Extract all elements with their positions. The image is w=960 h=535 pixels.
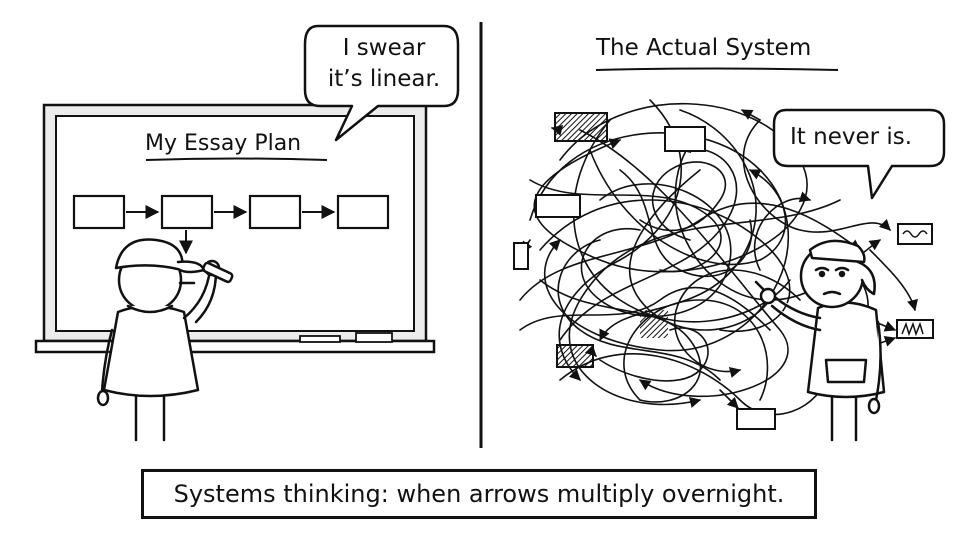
node-blank-1	[664, 126, 706, 152]
node-hatched-2	[556, 344, 594, 368]
essay-plan-arrows	[126, 205, 336, 255]
caption-box: Systems thinking: when arrows multiply o…	[141, 469, 817, 519]
node-small-left	[513, 242, 529, 270]
left-speech-bubble	[303, 24, 460, 142]
node-hatched-3	[640, 310, 668, 338]
board-title-underline	[145, 157, 328, 161]
left-bubble-line-1: I swear	[342, 35, 426, 61]
plan-box-2	[160, 194, 214, 230]
system-nodes	[513, 112, 934, 430]
node-blank-3	[736, 408, 776, 430]
plan-box-4	[336, 194, 390, 230]
essay-plan-flow	[72, 194, 390, 230]
node-blank-2	[535, 194, 581, 218]
plan-box-3	[248, 194, 302, 230]
node-hatched-1	[554, 112, 608, 142]
caption-text: Systems thinking: when arrows multiply o…	[173, 480, 785, 508]
right-speech-bubble	[772, 108, 946, 200]
right-character	[754, 239, 886, 442]
board-title: My Essay Plan	[145, 131, 302, 156]
right-panel-title: The Actual System	[596, 35, 812, 61]
right-bubble-text: It never is.	[790, 124, 913, 150]
right-title-underline	[595, 67, 839, 71]
left-bubble-line-2: it’s linear.	[327, 66, 441, 92]
whiteboard	[34, 103, 436, 354]
plan-box-1	[72, 194, 126, 230]
left-character	[96, 238, 234, 442]
node-squiggle	[897, 223, 933, 245]
